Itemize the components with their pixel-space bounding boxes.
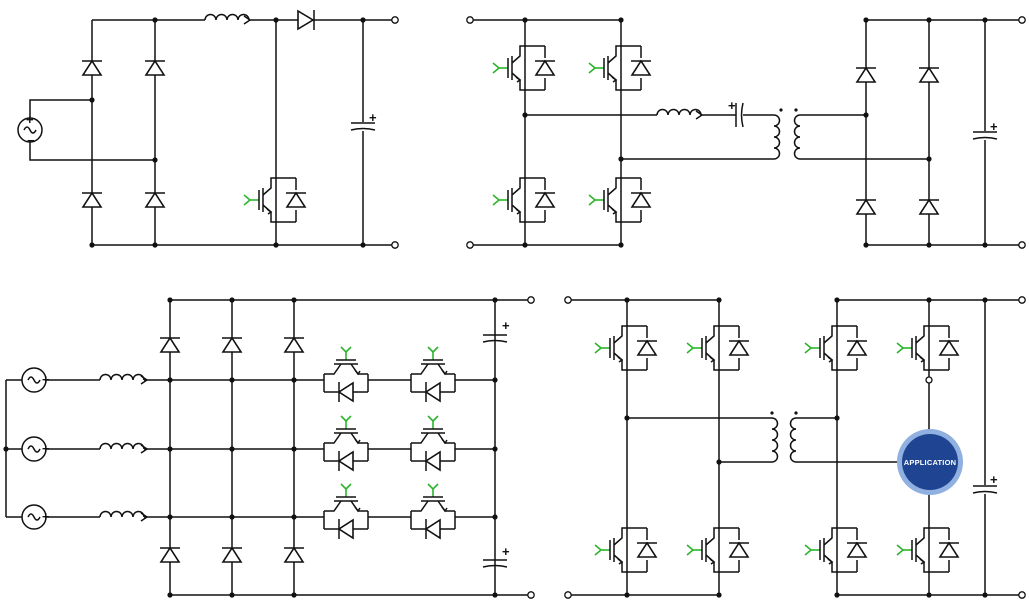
lower-dc-cap-plus-label: + [502, 544, 510, 559]
application-badge-label: APPLICATION [904, 458, 956, 467]
output-cap-plus-label: + [990, 119, 998, 134]
source-plus-label: + [26, 112, 34, 127]
upper-dc-cap-plus-label: + [502, 318, 510, 333]
pfc-boost-converter: + [17, 9, 399, 249]
application-badge[interactable]: APPLICATION [897, 429, 963, 495]
capacitor-plus-label: + [369, 110, 377, 125]
resonant-cap-plus-label: + [728, 98, 736, 113]
llc-resonant-converter: + + [466, 16, 1026, 249]
phase-a-plus-label: + [42, 372, 50, 387]
phase-c-plus-label: + [42, 509, 50, 524]
dab-output-cap-plus-label: + [990, 472, 998, 487]
source-minus-label: − [27, 133, 35, 148]
vienna-rectifier: + + [3, 296, 535, 599]
phase-b-plus-label: + [42, 441, 50, 456]
